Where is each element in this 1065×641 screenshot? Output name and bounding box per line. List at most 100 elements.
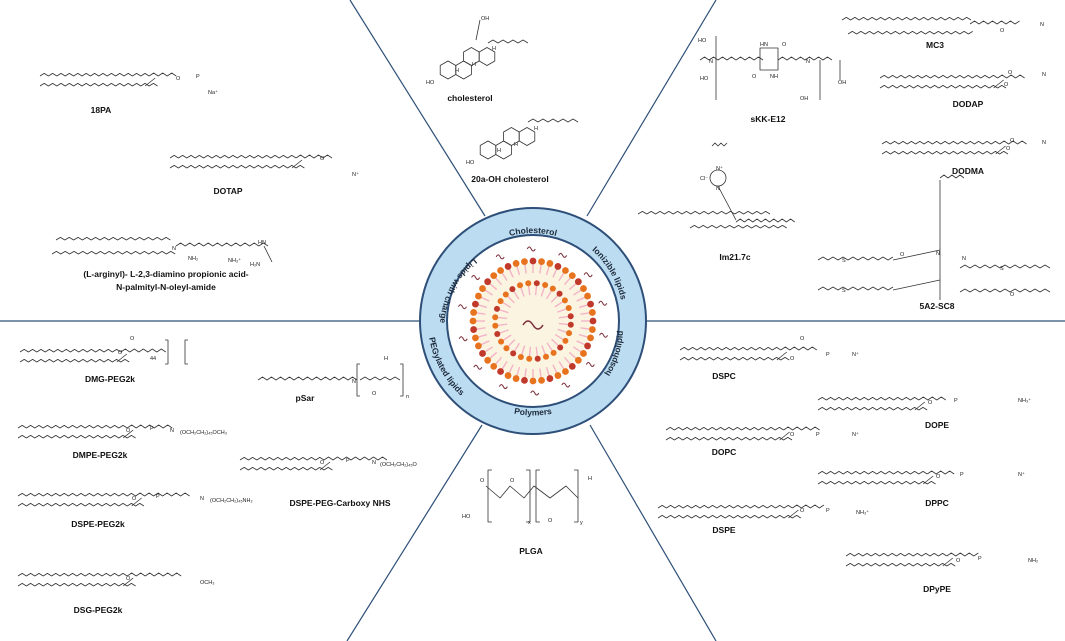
alkyl-chain — [711, 142, 728, 147]
lipid-head — [526, 355, 533, 362]
structure-im21-7c: Cl⁻N⁺N — [637, 142, 796, 229]
atom-label: N — [172, 246, 176, 252]
structure-dotap: ON⁺ — [169, 154, 359, 178]
atom-label: NH₂ — [188, 256, 198, 262]
alkyl-chain — [679, 347, 782, 351]
atom-label: P — [156, 494, 160, 500]
peg-squiggle — [495, 254, 505, 260]
divider-top-right — [586, 0, 717, 217]
atom-label: P — [960, 472, 964, 478]
lipid-head — [521, 258, 528, 266]
alkyl-chain — [817, 407, 928, 411]
lipid-head — [589, 317, 597, 325]
headgroup — [126, 424, 173, 429]
lipid-head — [533, 280, 540, 287]
lipid-head — [574, 356, 582, 364]
label-dsg-peg2k: DSG-PEG2k — [74, 605, 123, 615]
lipid-head — [475, 342, 482, 350]
atom-label: S — [842, 258, 846, 264]
label-arginyl-line1: (L-arginyl)- L-2,3-diamino propionic aci… — [83, 269, 248, 279]
atom-label: O — [782, 42, 787, 48]
headgroup — [783, 426, 820, 431]
atom-label: P — [816, 432, 820, 438]
atom-label: H — [534, 126, 538, 132]
alkyl-chain — [257, 376, 358, 381]
headgroup — [792, 504, 825, 509]
atom-label: N⁺ — [716, 165, 723, 172]
alkyl-chain — [19, 359, 130, 363]
alkyl-chain — [817, 471, 928, 475]
lipid-head — [509, 286, 516, 293]
label-dmpe-peg2k: DMPE-PEG2k — [73, 450, 128, 460]
lipid-head — [497, 267, 504, 274]
label-dmg-peg2k: DMG-PEG2k — [85, 374, 135, 384]
alkyl-chain — [17, 503, 145, 507]
lipid-head — [470, 326, 478, 333]
atom-label: HO — [700, 76, 709, 82]
lipid-head — [567, 321, 574, 328]
headgroup — [126, 572, 182, 577]
lipid-head — [588, 309, 596, 316]
atom-label: OH — [800, 96, 808, 102]
headgroup — [999, 140, 1027, 145]
atom-label: O — [790, 432, 795, 438]
alkyl-chain — [169, 165, 305, 169]
peg-squiggle — [498, 384, 508, 390]
alkyl-chain — [239, 467, 333, 471]
glycerol-bond — [942, 557, 954, 567]
lipid-head — [472, 300, 479, 308]
atom-label: Cl⁻ — [700, 176, 708, 182]
glycerol-bond — [116, 353, 128, 363]
divider-bottom-left — [346, 424, 483, 641]
peg-squiggle — [458, 336, 468, 342]
label-psar: pSar — [296, 393, 316, 403]
label-20a-oh-cholesterol: 20a-OH cholesterol — [471, 174, 548, 184]
peg-squiggle — [530, 390, 540, 396]
lipid-head — [562, 368, 569, 375]
arms — [892, 249, 941, 291]
atom-label: N⁺ — [852, 431, 859, 438]
atom-label: H — [497, 148, 501, 154]
atom-label: N⁺ — [852, 351, 859, 358]
label-cholesterol: cholesterol — [447, 93, 492, 103]
atom-label: H — [492, 46, 496, 52]
alkyl-chain — [817, 481, 936, 485]
lipid-head — [568, 362, 576, 370]
label-dope: DOPE — [925, 420, 949, 430]
lipid-head — [470, 309, 478, 316]
lipid-head — [556, 290, 563, 297]
atom-label: NH₃⁺ — [1018, 397, 1031, 404]
imidazolium-ring — [709, 169, 727, 187]
lipid-head — [503, 345, 510, 352]
divider-bottom-right — [589, 424, 717, 641]
peg-squiggle — [585, 362, 595, 367]
alkyl-chain — [939, 174, 965, 179]
ring — [518, 127, 536, 146]
lipid-head — [549, 285, 556, 292]
atom-label: O — [480, 478, 485, 484]
label-dotap: DOTAP — [213, 186, 242, 196]
glycerol-bond — [319, 461, 331, 471]
atom-label: N — [1042, 140, 1046, 146]
repeat-brackets — [487, 469, 579, 523]
label-dodma: DODMA — [952, 166, 984, 176]
ring — [439, 60, 457, 80]
lipid-head — [566, 330, 573, 337]
ring-label-cholesterol: Cholesterol — [508, 225, 558, 238]
atom-label: N⁺ — [352, 171, 359, 178]
alkyl-chain — [17, 583, 136, 587]
atom-label: N — [170, 428, 174, 434]
atom-label: O — [1010, 292, 1015, 298]
alkyl-chain — [169, 155, 297, 159]
label-dpype: DPyPE — [923, 584, 951, 594]
lnp-core — [475, 263, 591, 379]
lipid-head — [588, 326, 596, 333]
lipid-head — [542, 353, 549, 360]
lipid-head — [469, 317, 477, 325]
lipid-head — [584, 342, 591, 350]
alkyl-chain — [17, 435, 136, 439]
alkyl-chain — [969, 20, 1020, 25]
